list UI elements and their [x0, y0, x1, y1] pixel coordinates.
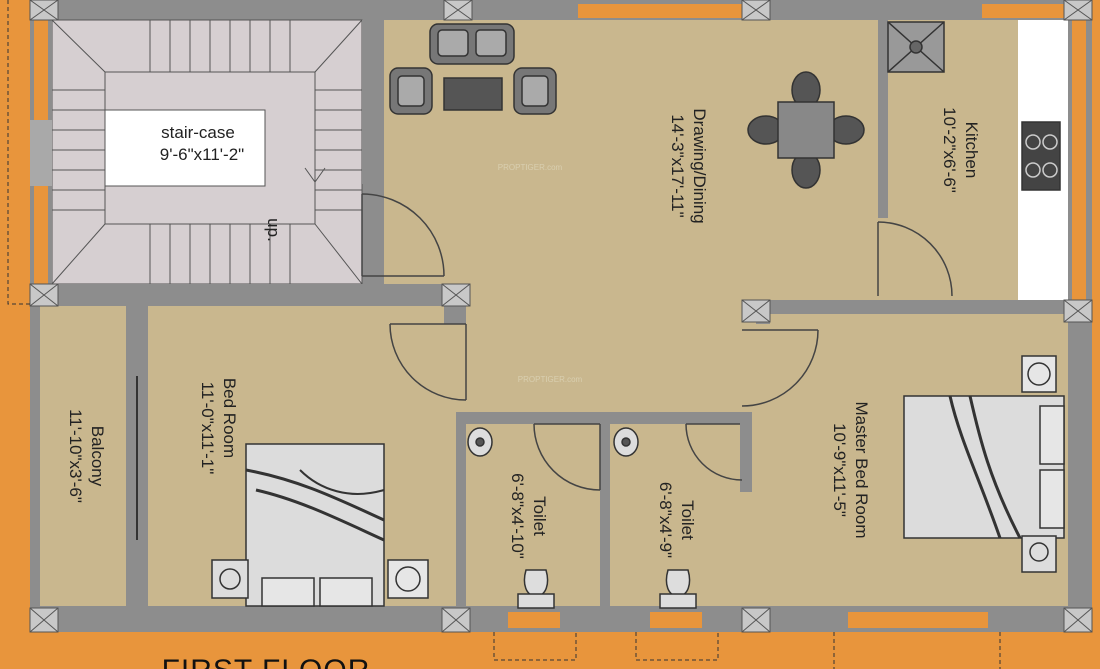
balcony-size: 11'-10"x3'-6"	[66, 409, 85, 503]
kitchen-floor	[878, 72, 1018, 300]
windows	[34, 4, 1086, 628]
stair-up-label: up.	[264, 218, 283, 242]
stair-size: 9'-6"x11'-2"	[160, 145, 244, 164]
dining-table	[747, 71, 865, 189]
toilet-fixtures	[467, 427, 697, 609]
toilet1-size: 6'-8"x4'-10"	[508, 473, 527, 559]
toilet1-name: Toilet	[530, 496, 549, 536]
master-name: Master Bed Room	[852, 402, 871, 539]
master-bed	[903, 355, 1065, 573]
kitchen-fixtures	[887, 21, 1061, 191]
kitchen-size: 10'-2"x6'-6"	[940, 107, 959, 193]
stair-window	[30, 120, 52, 186]
bedroom-size: 11'-0"x11'-1"	[198, 382, 217, 475]
toilet2-size: 6'-8"x4'-9"	[656, 482, 675, 558]
structural-columns	[29, 0, 1093, 633]
room-labels: stair-case 9'-6"x11'-2" up. Drawing/Dini…	[66, 107, 981, 669]
watermark-top: PROPTIGER.com	[498, 163, 563, 172]
floor-title: FIRST FLOOR	[162, 654, 371, 669]
balcony-name: Balcony	[88, 426, 107, 487]
staircase	[51, 19, 363, 285]
outline-dashes	[7, 0, 1001, 669]
doors	[361, 193, 953, 491]
kitchen-name: Kitchen	[962, 122, 981, 179]
watermark-center: PROPTIGER.com	[518, 375, 583, 384]
drawing-size: 14'-3"x17'-11"	[668, 114, 687, 217]
toilet2-name: Toilet	[678, 500, 697, 540]
master-size: 10'-9"x11'-5"	[830, 423, 849, 517]
bedroom-name: Bed Room	[220, 378, 239, 458]
drawing-name: Drawing/Dining	[690, 108, 709, 223]
bedroom-bed	[211, 443, 429, 607]
stair-name: stair-case	[161, 123, 235, 142]
balcony-floor	[40, 306, 126, 606]
sofa-set	[389, 23, 557, 115]
